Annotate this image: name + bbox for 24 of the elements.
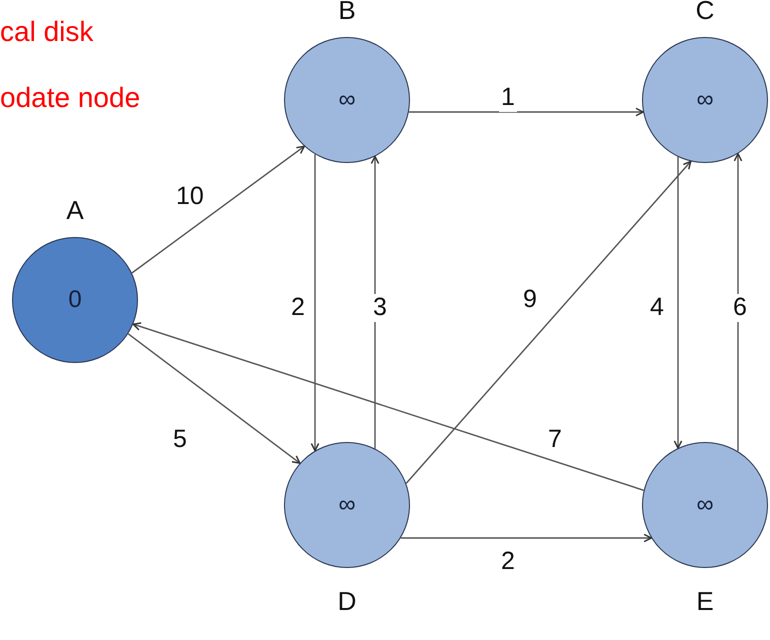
arrow [370,156,380,449]
arrow [408,108,644,116]
node-name: A [65,197,85,223]
arrow [406,160,692,484]
arrow [128,333,301,464]
node-value: 0 [68,286,82,314]
arrow [131,146,306,274]
arrow [674,156,682,449]
arrow [310,154,320,452]
node-name: D [336,588,358,614]
edge-label: 3 [371,294,389,322]
node-name: C [694,0,716,23]
arrow [132,322,644,491]
note-text: cal disk [0,16,94,48]
arrow [734,152,742,452]
node-value: ∞ [338,491,356,519]
node-value: ∞ [696,491,714,519]
edge-label: 6 [731,294,749,322]
node-value: ∞ [696,86,714,114]
node-value: ∞ [338,86,356,114]
node-name: B [337,0,357,23]
note-text: odate node [0,82,140,114]
node-name: E [695,588,715,614]
arrow [400,534,652,542]
